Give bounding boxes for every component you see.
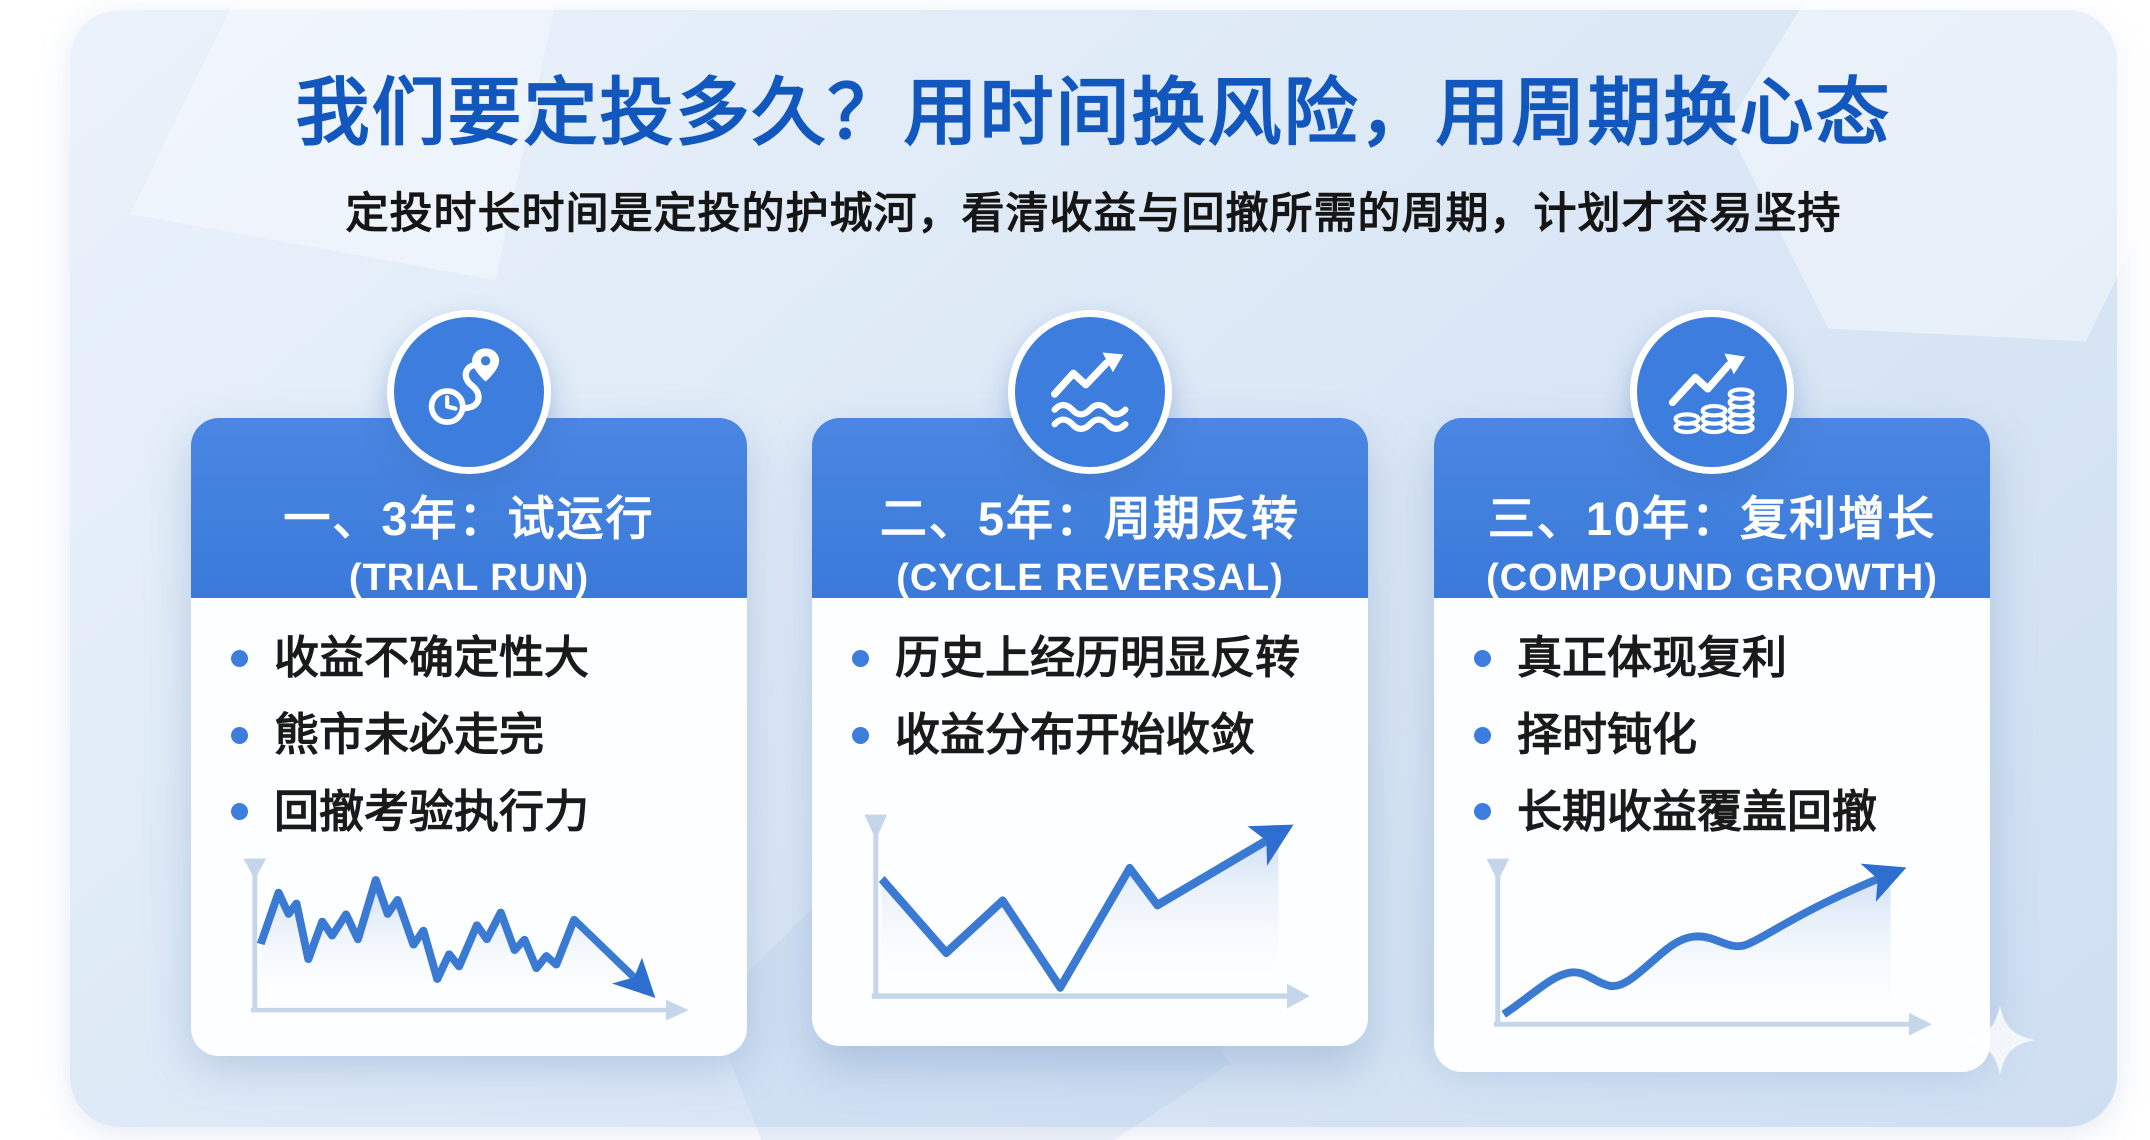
trend-area — [260, 879, 644, 1009]
card-body: 历史上经历明显反转 收益分布开始收敛 — [812, 598, 1368, 1046]
trend-line — [1501, 863, 1907, 1018]
trend-area — [881, 833, 1279, 994]
bullet-dot-icon — [231, 726, 248, 744]
bullet-text: 长期收益覆盖回撤 — [1517, 785, 1878, 837]
route-clock-icon — [428, 348, 500, 426]
bullet-dot-icon — [1474, 649, 1491, 667]
card-subtitle-en: (COMPOUND GROWTH) — [1486, 557, 1938, 599]
coins-growth-icon — [1668, 353, 1755, 435]
list-item: 收益分布开始收敛 — [852, 705, 1328, 766]
bullet-dot-icon — [1474, 803, 1491, 821]
card-subtitle-en: (CYCLE REVERSAL) — [896, 557, 1284, 599]
list-item: 熊市未必走完 — [231, 705, 707, 766]
page-title: 我们要定投多久？用时间换风险，用周期换心态 — [295, 71, 1892, 154]
bullet-dot-icon — [852, 726, 869, 744]
card-body: 真正体现复利 择时钝化 长期收益覆盖回撤 — [1434, 598, 1990, 1073]
bullet-text: 择时钝化 — [1517, 708, 1698, 760]
trend-chart-zigzag-recovery — [852, 814, 1328, 1020]
trend-line — [878, 824, 1294, 992]
bullet-dot-icon — [1474, 726, 1491, 744]
card-10-years: 三、10年：复利增长 (COMPOUND GROWTH) 真正体现复利 择时钝化… — [1434, 418, 1990, 1073]
card-subtitle-en: (TRIAL RUN) — [348, 557, 590, 599]
bullet-text: 收益分布开始收敛 — [895, 708, 1256, 760]
list-item: 择时钝化 — [1474, 705, 1950, 766]
card-title: 三、10年：复利增长 — [1487, 492, 1937, 545]
bullet-list: 历史上经历明显反转 收益分布开始收敛 — [852, 628, 1328, 782]
bullet-text: 真正体现复利 — [1517, 632, 1788, 683]
bullet-text: 回撤考验执行力 — [274, 785, 590, 837]
card-title: 一、3年：试运行 — [283, 492, 655, 545]
bullet-list: 真正体现复利 择时钝化 长期收益覆盖回撤 — [1474, 628, 1950, 858]
card1-icon-badge — [387, 310, 551, 474]
card-title: 二、5年：周期反转 — [879, 492, 1301, 545]
bullet-text: 历史上经历明显反转 — [895, 632, 1301, 683]
card-body: 收益不确定性大 熊市未必走完 回撤考验执行力 — [191, 598, 747, 1057]
main-panel: 我们要定投多久？用时间换风险，用周期换心态 定投时长时间是定投的护城河，看清收益… — [70, 0, 2150, 1140]
trend-chart-smooth-rise — [1474, 858, 1950, 1046]
list-item: 真正体现复利 — [1474, 628, 1950, 689]
page-subtitle: 定投时长时间是定投的护城河，看清收益与回撤所需的周期，计划才容易坚持 — [345, 190, 1842, 239]
bullet-list: 收益不确定性大 熊市未必走完 回撤考验执行力 — [231, 628, 707, 858]
bullet-text: 熊市未必走完 — [274, 708, 545, 760]
trend-chart-volatile-decline — [231, 858, 707, 1030]
bullet-dot-icon — [231, 803, 248, 821]
list-item: 历史上经历明显反转 — [852, 628, 1328, 689]
card2-icon-badge — [1008, 310, 1172, 474]
wave-trend-icon — [1051, 352, 1129, 433]
card-5-years: 二、5年：周期反转 (CYCLE REVERSAL) 历史上经历明显反转 收益分… — [812, 418, 1368, 1046]
list-item: 长期收益覆盖回撤 — [1474, 782, 1950, 843]
card3-icon-badge — [1630, 310, 1794, 474]
bullet-dot-icon — [852, 649, 869, 667]
bullet-text: 收益不确定性大 — [274, 632, 590, 683]
list-item: 回撤考验执行力 — [231, 782, 707, 843]
card-3-years: 一、3年：试运行 (TRIAL RUN) 收益不确定性大 熊市未必走完 回撤考验… — [191, 418, 747, 1057]
trend-line — [256, 876, 656, 999]
bullet-dot-icon — [231, 649, 248, 667]
list-item: 收益不确定性大 — [231, 628, 707, 689]
